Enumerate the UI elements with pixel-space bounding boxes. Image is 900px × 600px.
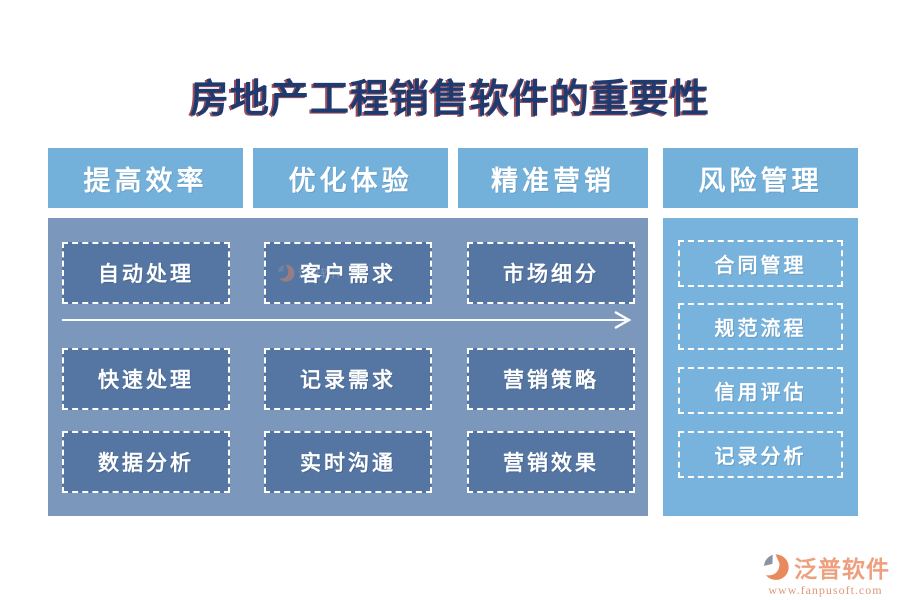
box-market-segmentation: 市场细分 <box>467 242 635 304</box>
box-label: 客户需求 <box>300 262 396 286</box>
box-contract-management: 合同管理 <box>678 240 843 287</box>
brand-name: 泛普软件 <box>794 557 890 582</box>
brand-footer: 泛普软件 www.fanpusoft.com <box>761 550 890 598</box>
box-standard-process: 规范流程 <box>678 303 843 350</box>
box-marketing-results: 营销效果 <box>467 431 635 493</box>
header-precision-marketing: 精准营销 <box>458 148 648 208</box>
right-arrow-icon <box>62 310 632 330</box>
box-customer-needs: 泛普软件 客户需求 <box>264 242 432 304</box>
header-improve-efficiency: 提高效率 <box>48 148 243 208</box>
box-credit-evaluation: 信用评估 <box>678 367 843 414</box>
fanpu-logo-icon <box>278 264 295 282</box>
box-auto-processing: 自动处理 <box>62 242 230 304</box>
main-panel: 自动处理 泛普软件 客户需求 市场细分 快速处理 记录需求 营销策略 数据分析 … <box>48 218 648 516</box>
brand-url: www.fanpusoft.com <box>768 583 883 597</box>
box-record-needs: 记录需求 <box>264 348 432 410</box>
box-record-analysis: 记录分析 <box>678 431 843 478</box>
box-realtime-communication: 实时沟通 <box>264 431 432 493</box>
box-fast-processing: 快速处理 <box>62 348 230 410</box>
risk-panel: 合同管理 规范流程 信用评估 记录分析 <box>663 218 858 516</box>
header-optimize-experience: 优化体验 <box>253 148 448 208</box>
brand-row: 泛普软件 <box>761 550 890 584</box>
page-title: 房地产工程销售软件的重要性 <box>189 78 710 121</box>
fanpu-logo-icon <box>764 554 789 580</box>
header-risk-management: 风险管理 <box>663 148 858 208</box>
box-marketing-strategy: 营销策略 <box>467 348 635 410</box>
box-data-analysis: 数据分析 <box>62 431 230 493</box>
